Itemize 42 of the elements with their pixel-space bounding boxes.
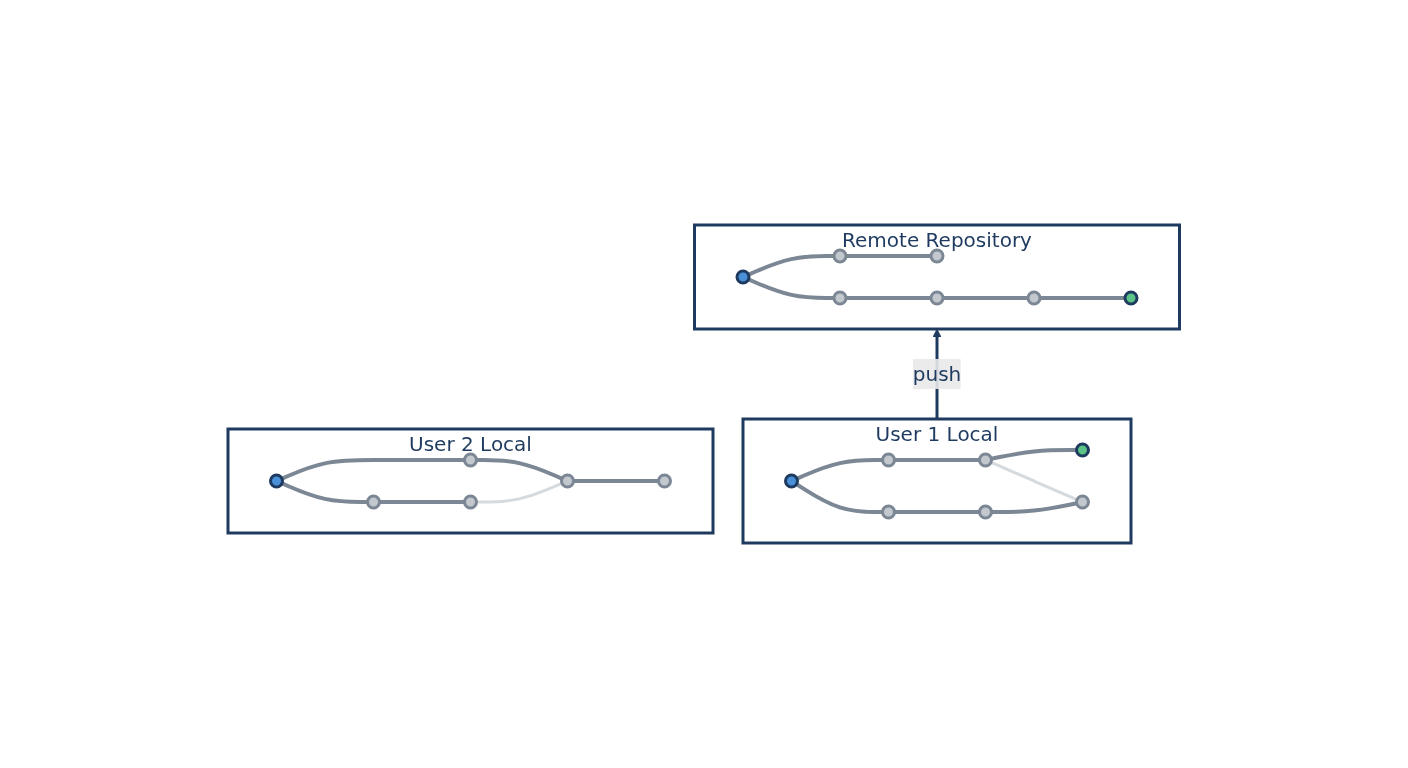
connector bbox=[281, 458, 465, 481]
node-circle bbox=[560, 473, 576, 489]
connector bbox=[894, 458, 980, 462]
edge-label: push bbox=[913, 362, 962, 386]
node-circle bbox=[978, 504, 994, 520]
connector bbox=[991, 448, 1077, 461]
connector bbox=[747, 254, 835, 277]
node-circle bbox=[657, 473, 673, 489]
node-circle bbox=[881, 504, 897, 520]
connector bbox=[894, 510, 980, 514]
node-circle bbox=[1075, 442, 1091, 458]
connector bbox=[991, 501, 1078, 514]
node-circle bbox=[832, 248, 848, 264]
node-circle bbox=[463, 452, 479, 468]
node-circle bbox=[832, 290, 848, 306]
node-circle bbox=[735, 269, 751, 285]
connector bbox=[846, 254, 932, 258]
node-circle bbox=[463, 494, 479, 510]
node-circle bbox=[366, 494, 382, 510]
node-circle bbox=[1026, 290, 1042, 306]
connector bbox=[846, 296, 932, 300]
cluster: Remote Repository bbox=[693, 223, 1182, 331]
connector bbox=[795, 482, 883, 514]
node-circle bbox=[784, 473, 800, 489]
connector bbox=[476, 458, 564, 481]
connector bbox=[796, 458, 883, 481]
connector bbox=[476, 482, 563, 504]
cluster: User 2 Local bbox=[226, 427, 715, 535]
connector bbox=[379, 500, 465, 504]
node-circle bbox=[978, 452, 994, 468]
node-circle bbox=[1075, 494, 1091, 510]
cluster: User 1 Local bbox=[741, 417, 1133, 545]
connector bbox=[573, 479, 659, 483]
connector bbox=[990, 461, 1078, 501]
node-circle bbox=[929, 290, 945, 306]
node-circle bbox=[881, 452, 897, 468]
connector bbox=[1040, 296, 1126, 300]
node-circle bbox=[269, 473, 285, 489]
connector bbox=[281, 481, 368, 504]
node-circle bbox=[1123, 290, 1139, 306]
connector bbox=[943, 296, 1029, 300]
connector bbox=[747, 277, 835, 300]
